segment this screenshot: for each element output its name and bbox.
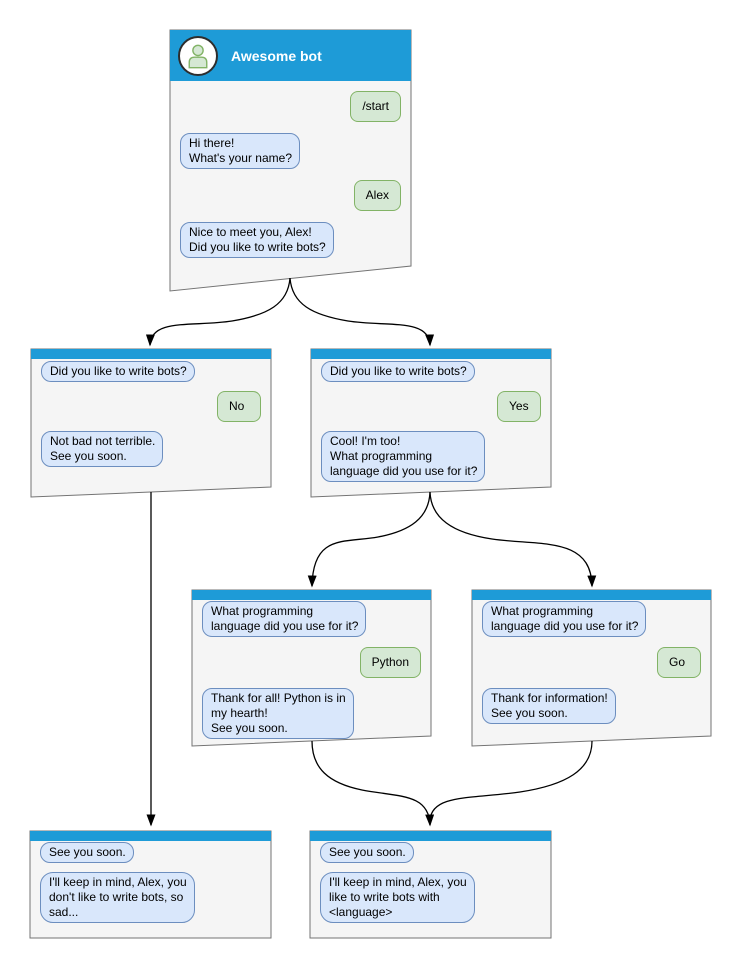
card-branch-go: What programming language did you use fo… [472, 590, 711, 746]
bot-message: Cool! I'm too! What programming language… [321, 431, 486, 482]
card-header-bar [30, 831, 271, 841]
card-header-bar [311, 349, 551, 359]
bot-message: Did you like to write bots? [321, 361, 475, 382]
user-message: Alex [353, 180, 401, 211]
bot-message: See you soon. [320, 842, 414, 863]
arrow-root-to-no [145, 277, 291, 347]
bot-avatar [178, 35, 218, 76]
bot-message: I'll keep in mind, Alex, you like to wri… [320, 872, 475, 923]
bot-message: I'll keep in mind, Alex, you don't like … [40, 872, 195, 923]
chat-header: Awesome bot [170, 30, 411, 81]
bot-message: Did you like to write bots? [41, 361, 195, 382]
user-message: Yes [497, 391, 541, 422]
user-message: Go [657, 647, 701, 678]
card-header-bar [472, 590, 711, 600]
arrow-python-to-end-yes [311, 740, 435, 827]
card-root: Awesome bot /start Hi there! What's your… [170, 30, 411, 291]
bot-message: What programming language did you use fo… [482, 601, 647, 637]
arrow-yes-to-python [307, 491, 431, 588]
card-header-bar [310, 831, 551, 841]
bot-message: Thank for information! See you soon. [482, 688, 616, 724]
bot-message: Thank for all! Python is in my hearth! S… [202, 688, 354, 739]
bot-message: Hi there! What's your name? [180, 133, 301, 169]
user-message: /start [350, 91, 401, 122]
arrow-yes-to-go [429, 491, 597, 588]
card-end-yes: See you soon. I'll keep in mind, Alex, y… [310, 831, 551, 938]
card-branch-yes: Did you like to write bots? Yes Cool! I'… [311, 349, 551, 497]
card-branch-python: What programming language did you use fo… [192, 590, 431, 746]
bot-message: Not bad not terrible. See you soon. [41, 431, 164, 467]
card-header-bar [31, 349, 271, 359]
person-icon [188, 44, 208, 68]
user-message: No [217, 391, 261, 422]
user-message: Python [359, 647, 421, 678]
arrow-go-to-end-yes [429, 740, 593, 821]
card-header-bar [192, 590, 431, 600]
bot-message: What programming language did you use fo… [202, 601, 367, 637]
bot-name: Awesome bot [231, 47, 322, 64]
arrow-root-to-yes [289, 277, 435, 347]
bot-message: Nice to meet you, Alex! Did you like to … [180, 222, 334, 258]
card-end-no: See you soon. I'll keep in mind, Alex, y… [30, 831, 271, 938]
bot-message: See you soon. [40, 842, 134, 863]
card-branch-no: Did you like to write bots? No Not bad n… [31, 349, 271, 497]
